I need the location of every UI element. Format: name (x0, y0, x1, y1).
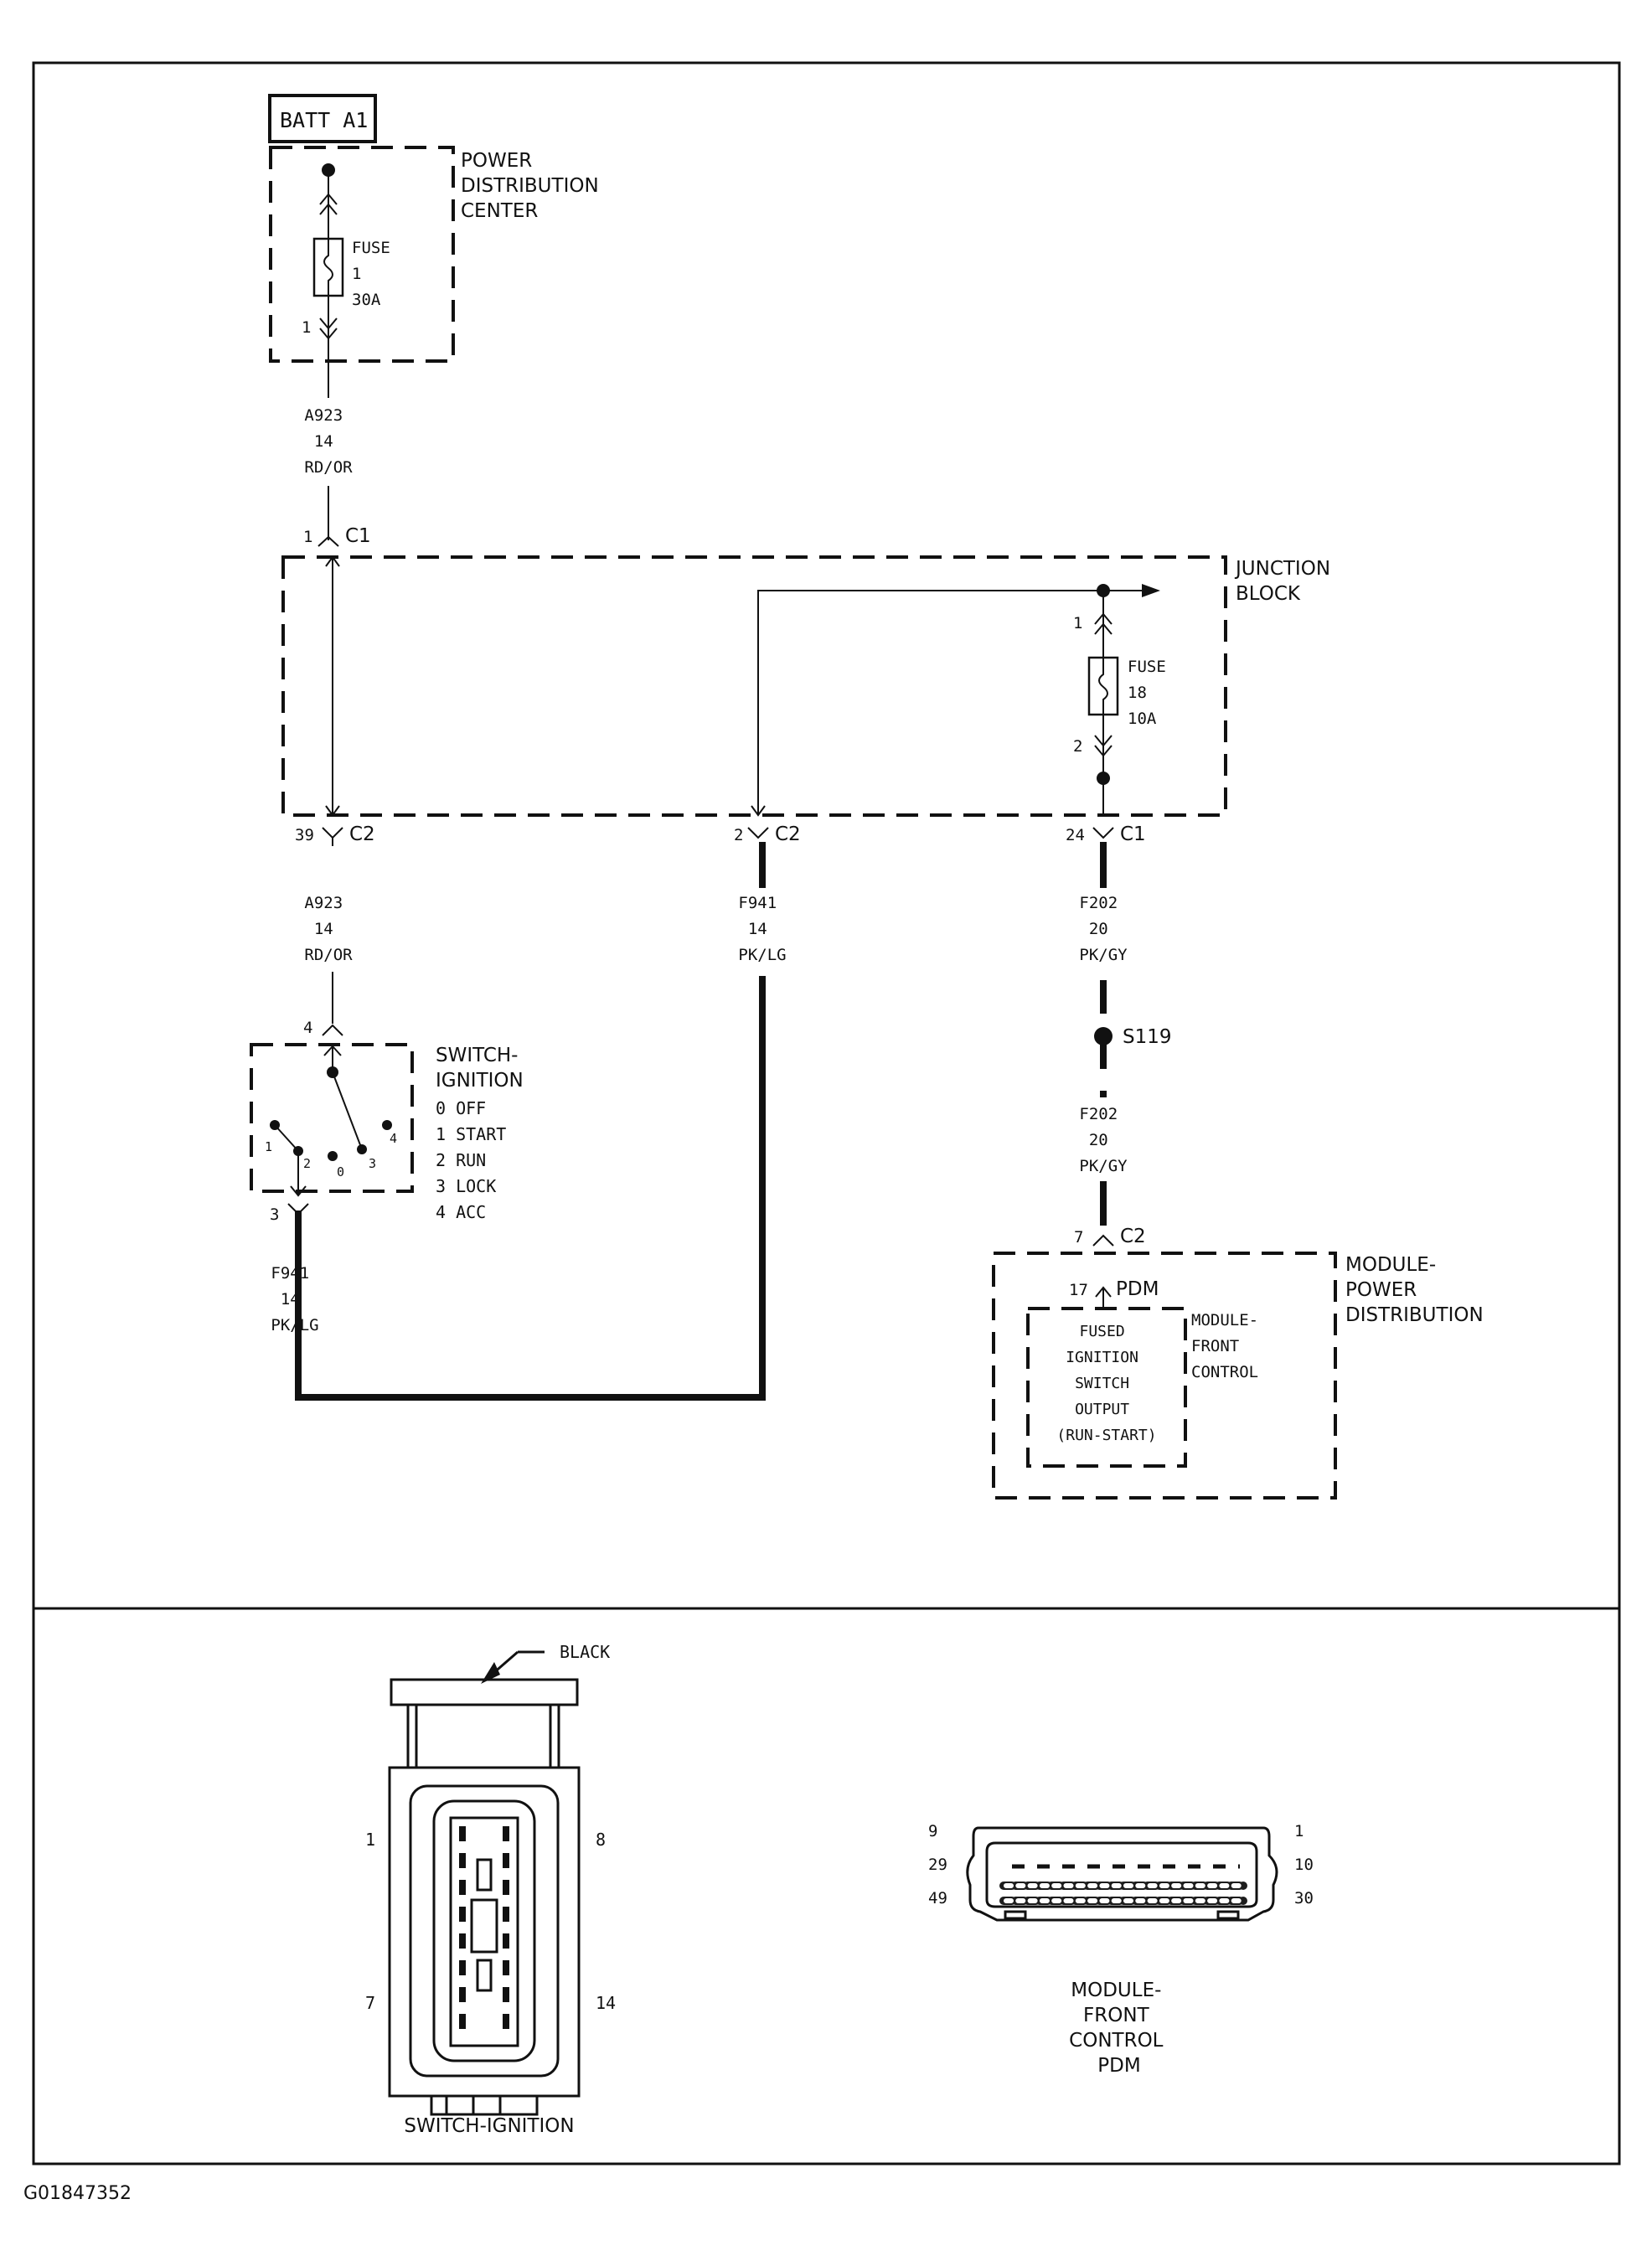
jb-out1-conn: C2 (349, 823, 375, 845)
switch-in-connector (322, 1024, 343, 1036)
pdm-in-pin: 7 (1074, 1228, 1083, 1247)
fcm-function-label: FUSED IGNITION SWITCH OUTPUT (RUN-START) (1056, 1323, 1156, 1444)
pdm-inner-conn: PDM (1116, 1278, 1159, 1300)
jb-fuse-pin-bottom: 2 (1073, 737, 1082, 756)
switch-wiper-1 (332, 1071, 363, 1150)
splice-s119-label: S119 (1123, 1026, 1172, 1048)
pdm-title: MODULE- POWER DISTRIBUTION (1345, 1254, 1484, 1326)
jb-fuse-connector-out (1094, 735, 1113, 757)
pdm-inner-pin: 17 (1069, 1281, 1088, 1299)
pdc-box (269, 146, 455, 363)
wire-f941-mid-label: F941 14 PK/LG (738, 894, 786, 964)
fcm-title: MODULE- FRONT CONTROL (1191, 1311, 1268, 1381)
jb-out2-arrow (751, 805, 766, 817)
pdc-connector-out (319, 317, 338, 340)
wire-f941-loop (295, 976, 766, 1401)
junction-block-title: JUNCTION BLOCK (1234, 558, 1336, 605)
jb-out1-connector (322, 827, 343, 846)
wire-a923-bottom-label: A923 14 RD/OR (304, 894, 353, 964)
jb-out3-connector (1092, 827, 1114, 839)
jb-bus-arrow (1142, 584, 1160, 597)
black-label-arrow (481, 1662, 500, 1684)
jb-out2-conn: C2 (775, 823, 801, 845)
batt-label: BATT A1 (280, 108, 368, 132)
jb-out2-pin: 2 (734, 826, 743, 844)
junction-block-box (281, 555, 1227, 817)
jb-fuse-pin-top: 1 (1073, 614, 1082, 632)
jb-out3-pin: 24 (1066, 826, 1085, 844)
pdm-connector (966, 1826, 1278, 1922)
jb-in-connector (317, 535, 339, 547)
switch-out-pin: 3 (270, 1205, 279, 1224)
pdm-connector-caption: MODULE- FRONT CONTROL PDM (1069, 1980, 1169, 2077)
pdm-in-connector (1092, 1234, 1114, 1247)
fcm-box (1026, 1307, 1187, 1468)
switch-connector-pins: 1 8 7 14 (365, 1830, 616, 2013)
ignition-switch-positions: 0 OFF 1 START 2 RUN 3 LOCK 4 ACC (436, 1098, 516, 1222)
switch-contact-4 (382, 1120, 392, 1130)
ignition-switch-title: SWITCH- IGNITION (436, 1045, 524, 1092)
wire-f202-top-label: F202 20 PK/GY (1079, 894, 1128, 964)
batt-label-box (268, 94, 377, 143)
pdc-out-pin: 1 (302, 318, 311, 337)
switch-contact-3 (357, 1144, 367, 1154)
switch-contact-labels: 1 2 0 3 4 (265, 1131, 397, 1180)
pdc-title: POWER DISTRIBUTION CENTER (461, 150, 605, 222)
jb-in-conn: C1 (345, 525, 371, 547)
jb-out1-pin: 39 (295, 826, 314, 844)
fuse-18-element (1098, 658, 1108, 715)
fuse-18-label: FUSE 18 10A (1128, 658, 1175, 728)
fuse-1-label: FUSE 1 30A (352, 239, 400, 309)
pdm-box (992, 1252, 1337, 1500)
switch-out-connector (287, 1203, 309, 1216)
pdm-in-conn: C2 (1120, 1226, 1146, 1247)
jb-in-pin: 1 (303, 528, 312, 546)
pdc-connector-in (319, 193, 338, 215)
jb-passthrough-arrow-top (325, 555, 340, 567)
wire-a923-top-label: A923 14 RD/OR (304, 406, 353, 477)
switch-contact-0 (328, 1151, 338, 1161)
ignition-switch-box (250, 1043, 414, 1193)
outer-frame (32, 61, 1621, 2166)
connector-color-label: BLACK (560, 1642, 610, 1662)
switch-in-pin: 4 (303, 1019, 312, 1037)
splice-s119-node (1094, 1027, 1113, 1045)
jb-out3-conn: C1 (1120, 823, 1146, 845)
wire-f202-bottom-label: F202 20 PK/GY (1079, 1105, 1128, 1175)
wire-f941-left-label: F941 14 PK/LG (271, 1264, 318, 1334)
jb-out2-connector (747, 827, 769, 839)
jb-passthrough-arrow-bottom (325, 805, 340, 817)
pdm-connector-pins: 9 1 29 10 49 30 (928, 1822, 1323, 1907)
switch-ignition-connector (388, 1678, 581, 2116)
switch-connector-caption: SWITCH-IGNITION (404, 2115, 574, 2137)
jb-fuse-connector-in (1094, 612, 1113, 635)
switch-wiper-2 (274, 1124, 299, 1152)
jb-fuse-node (1097, 772, 1110, 785)
jb-bus-wire (757, 590, 1142, 815)
switch-out-arrow (290, 1185, 307, 1197)
fuse-1-element (323, 239, 333, 296)
figure-id: G01847352 (23, 2183, 132, 2204)
